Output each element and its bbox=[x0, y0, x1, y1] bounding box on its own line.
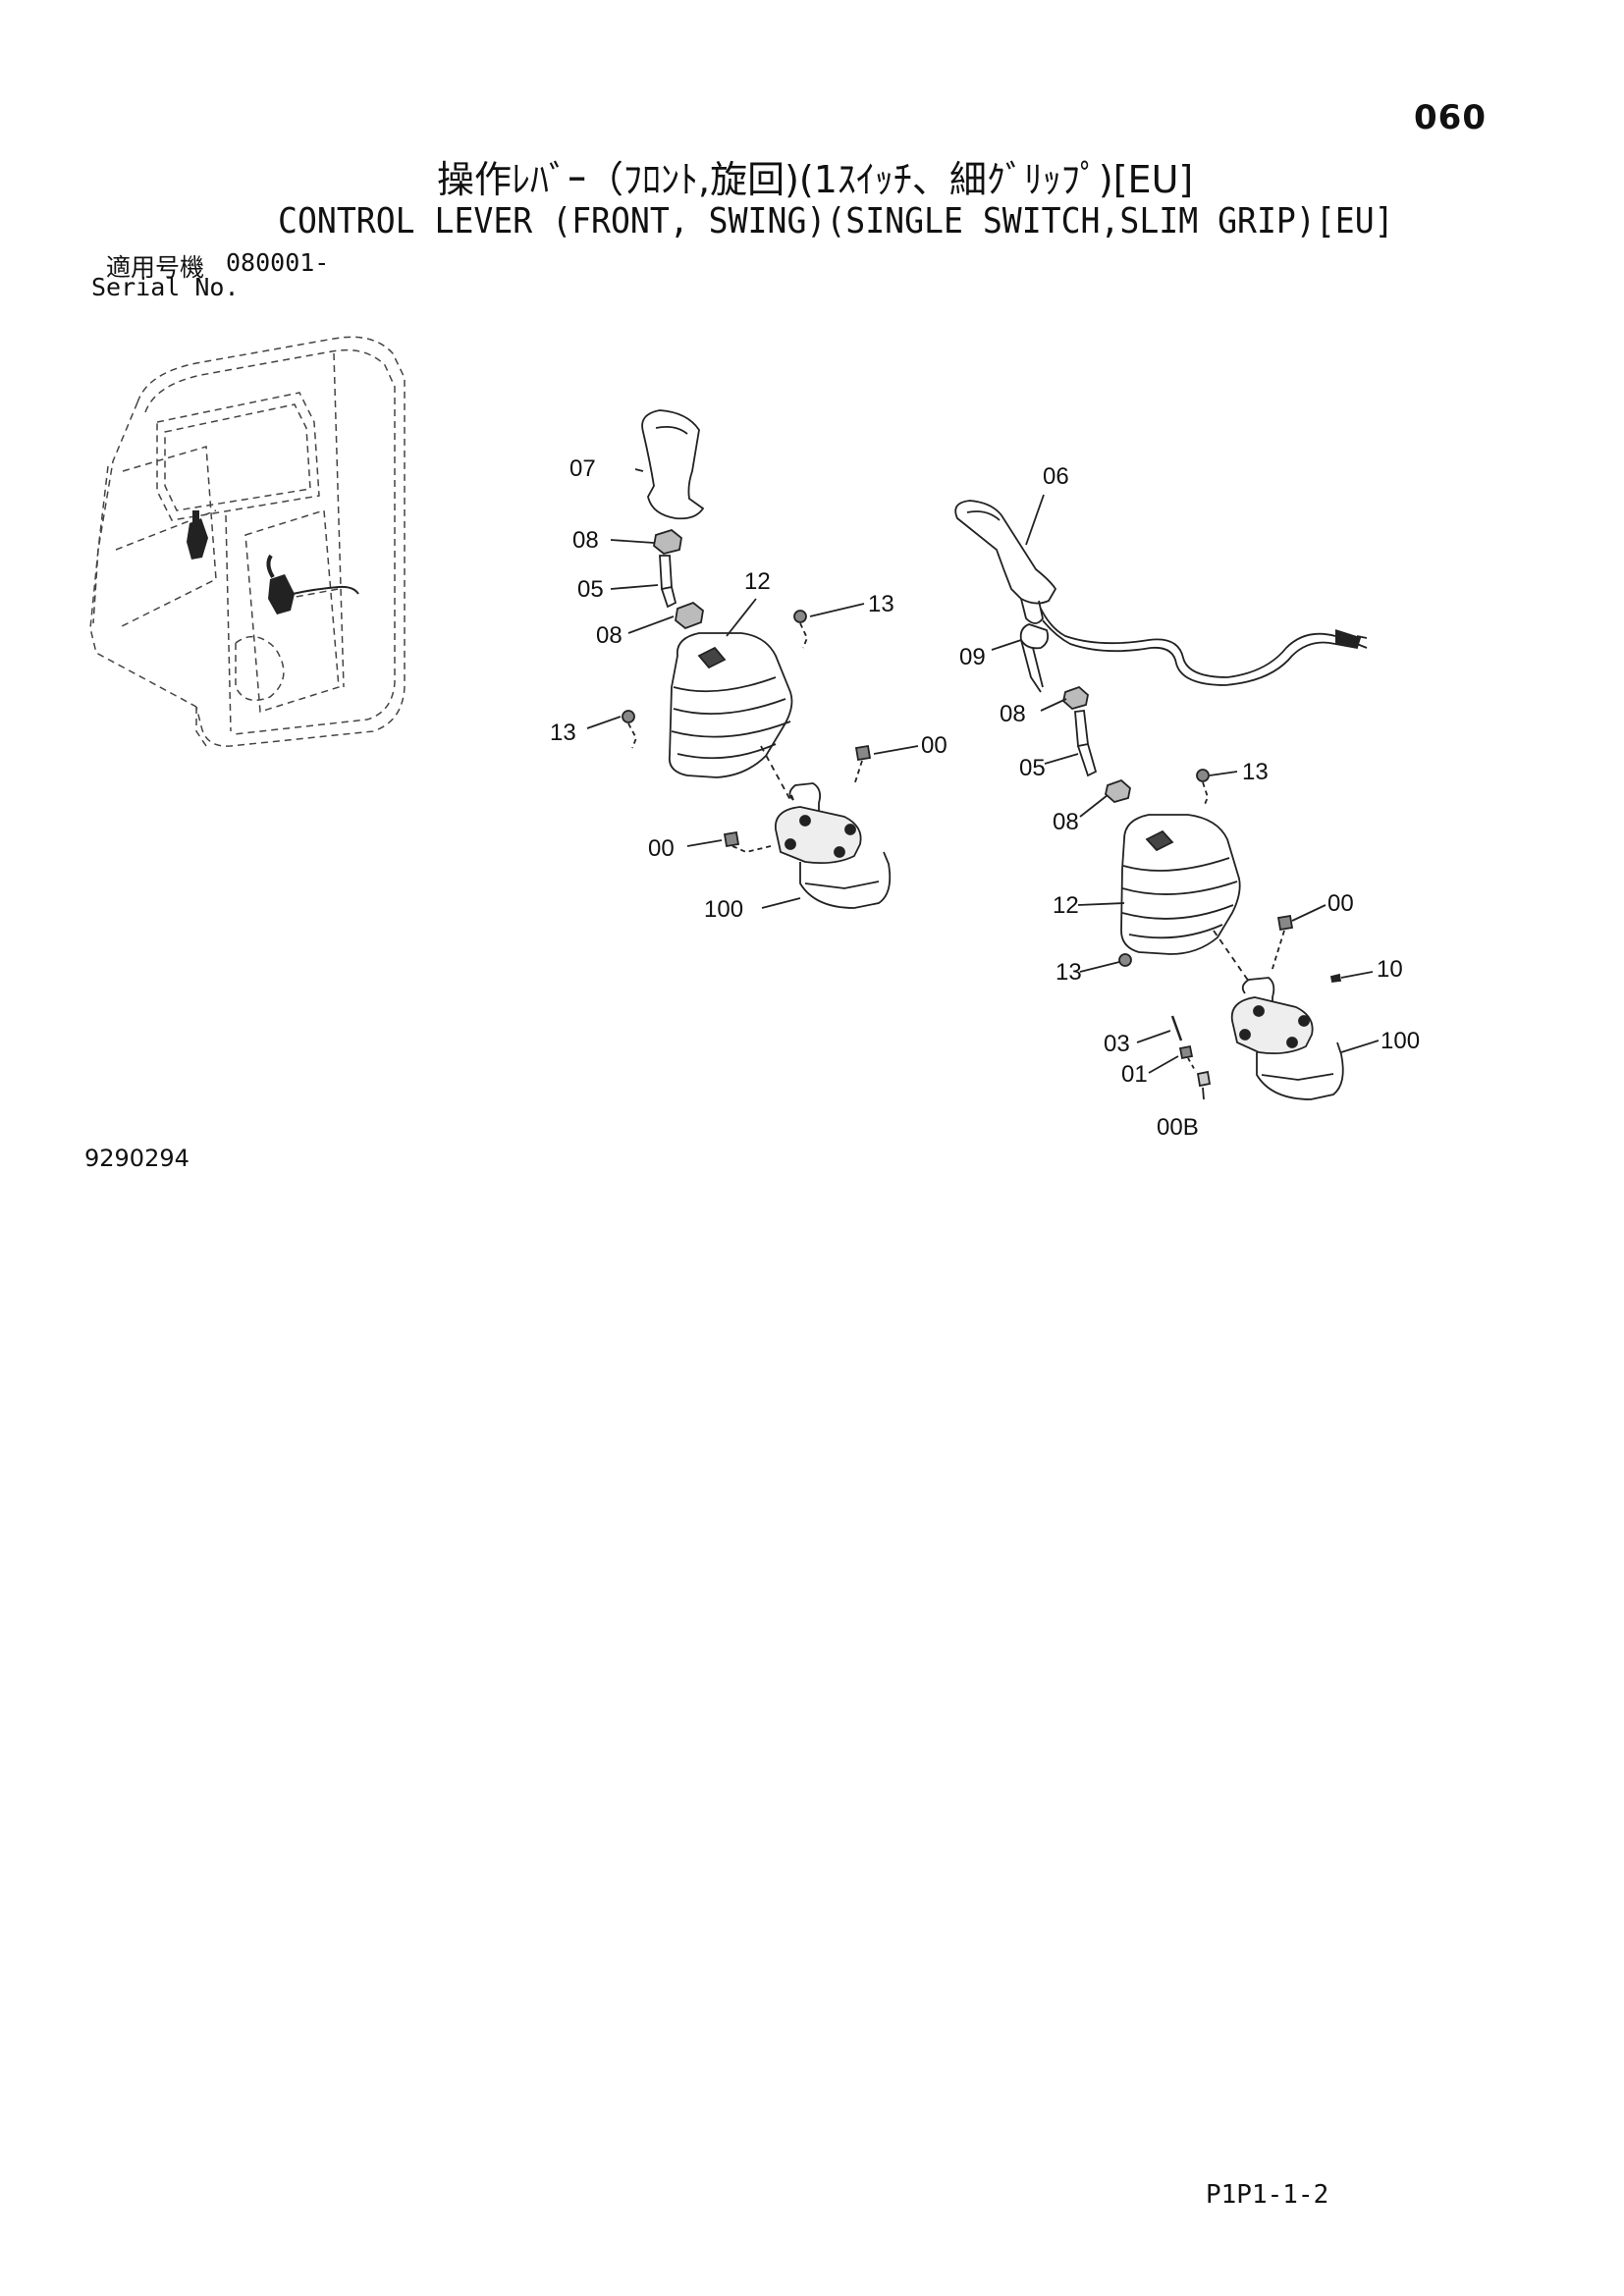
footer-code: P1P1-1-2 bbox=[1206, 2180, 1329, 2210]
serial-label-japanese: 適用号機 bbox=[106, 253, 205, 282]
callout-08: 08 bbox=[572, 527, 599, 554]
cab-lever-left-icon bbox=[187, 510, 208, 560]
callout-07: 07 bbox=[569, 455, 596, 482]
callout-00: 00 bbox=[921, 732, 947, 759]
callout-05: 05 bbox=[577, 576, 604, 603]
callout-13: 13 bbox=[550, 720, 576, 746]
cab-lever-right-icon bbox=[266, 554, 359, 614]
serial-value: 080001- bbox=[226, 248, 330, 277]
callout-13: 13 bbox=[1242, 759, 1269, 785]
callout-00B: 00B bbox=[1157, 1114, 1199, 1141]
callout-10: 10 bbox=[1377, 956, 1403, 983]
right-lever-assembly bbox=[954, 494, 1380, 1100]
callout-05: 05 bbox=[1019, 755, 1046, 781]
callout-06: 06 bbox=[1043, 463, 1069, 490]
callout-00: 00 bbox=[1327, 890, 1354, 917]
page-number: 060 bbox=[1414, 98, 1487, 137]
callout-100: 100 bbox=[704, 896, 743, 923]
parts-diagram: 07 08 05 12 08 13 13 00 00 100 06 09 08 … bbox=[89, 336, 1420, 1141]
callouts-right: 06 09 08 05 08 13 12 00 13 10 03 01 100 … bbox=[959, 463, 1420, 1141]
callout-08: 08 bbox=[1000, 701, 1026, 727]
callout-12: 12 bbox=[744, 568, 771, 595]
callout-13: 13 bbox=[1056, 959, 1082, 986]
callouts-left: 07 08 05 12 08 13 13 00 00 100 bbox=[550, 455, 947, 923]
callout-100: 100 bbox=[1380, 1028, 1420, 1054]
callout-01: 01 bbox=[1121, 1061, 1148, 1088]
callout-09: 09 bbox=[959, 644, 986, 670]
drawing-number: 9290294 bbox=[84, 1145, 189, 1172]
left-lever-assembly bbox=[586, 409, 919, 909]
callout-12: 12 bbox=[1053, 892, 1079, 919]
callout-08: 08 bbox=[1053, 809, 1079, 835]
title-japanese: 操作ﾚﾊﾞｰ（ﾌﾛﾝﾄ,旋回)(1ｽｲｯﾁ、細ｸﾞﾘｯﾌﾟ)[EU] bbox=[437, 158, 1194, 201]
cab-outline-illustration bbox=[89, 336, 406, 747]
callout-13: 13 bbox=[868, 591, 894, 617]
serial-label-english: Serial No. bbox=[91, 273, 240, 301]
title-english: CONTROL LEVER (FRONT, SWING)(SINGLE SWIT… bbox=[278, 201, 1394, 241]
callout-03: 03 bbox=[1104, 1031, 1130, 1057]
callout-00: 00 bbox=[648, 835, 675, 862]
callout-08: 08 bbox=[596, 622, 623, 649]
